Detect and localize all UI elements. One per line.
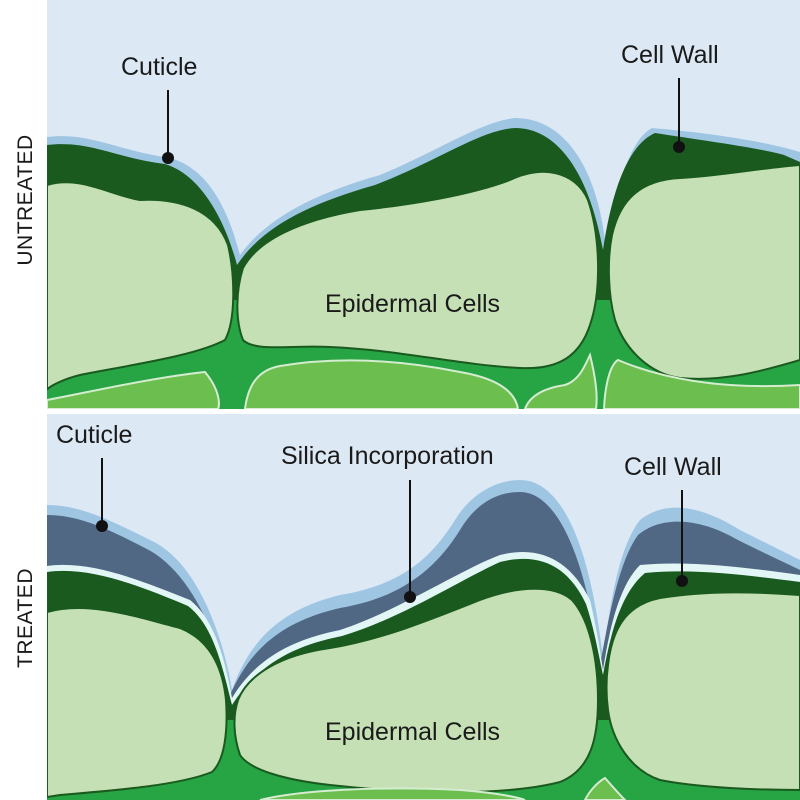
treated-panel [47, 414, 800, 800]
untreated-cuticle-pointer [162, 152, 174, 164]
treated-lower-tissue-2 [583, 776, 627, 800]
treated-cell-wall-pointer [676, 575, 688, 587]
untreated-cell-wall-label: Cell Wall [621, 41, 719, 69]
untreated-cell-left [47, 181, 235, 391]
treated-lower-tissue-1 [259, 787, 526, 800]
untreated-lower-tissue-2 [243, 359, 520, 409]
treated-cell-wall-label: Cell Wall [624, 453, 722, 481]
untreated-side-label: UNTREATED [14, 134, 37, 265]
untreated-lower-tissue-4 [602, 358, 800, 409]
untreated-lower-tissue-1 [47, 370, 220, 409]
treated-side-label: TREATED [14, 568, 37, 668]
treated-silica-pointer [404, 591, 416, 603]
untreated-lower-tissue-3 [523, 352, 598, 409]
treated-cuticle-pointer [96, 520, 108, 532]
untreated-cell-middle [236, 170, 599, 370]
untreated-cell-right [607, 163, 800, 380]
untreated-cell-wall-pointer [673, 141, 685, 153]
treated-cell-middle [233, 587, 600, 794]
treated-cuticle-label: Cuticle [56, 421, 132, 449]
untreated-panel [47, 0, 800, 409]
treated-cell-right [605, 591, 800, 792]
treated-cell-left [47, 607, 228, 799]
treated-epidermal-cells-label: Epidermal Cells [325, 718, 500, 746]
untreated-epidermal-cells-label: Epidermal Cells [325, 290, 500, 318]
untreated-cuticle-label: Cuticle [121, 53, 197, 81]
treated-silica-label: Silica Incorporation [281, 442, 494, 470]
panel-divider [0, 409, 800, 414]
